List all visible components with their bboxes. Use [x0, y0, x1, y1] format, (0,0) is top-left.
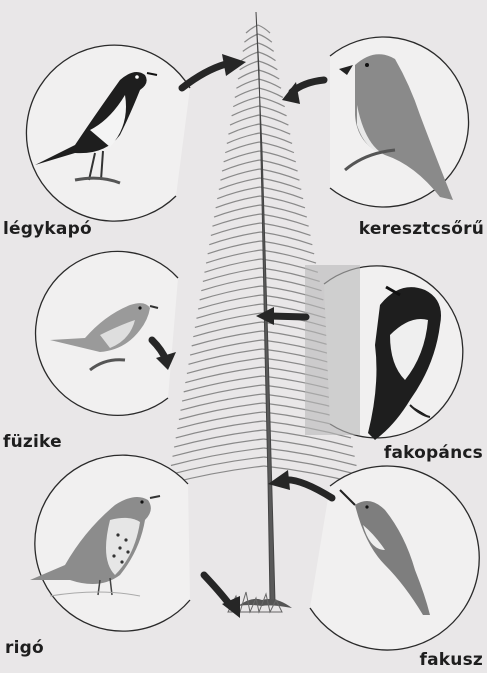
tree-branch	[173, 439, 264, 456]
tree-branch	[182, 385, 263, 401]
arrow-fakusz-to-tree	[284, 480, 332, 498]
tree-branch	[259, 115, 288, 125]
tree-branch	[230, 115, 259, 125]
tree-branch	[260, 142, 294, 153]
arrow-legykapo-to-tree	[182, 64, 226, 88]
tree-branch	[258, 61, 277, 70]
tree-branch	[193, 322, 262, 337]
tree-branch	[184, 376, 263, 392]
tree-branch	[236, 79, 258, 88]
tree-branch	[258, 43, 273, 51]
label-legykapo: légykapó	[3, 219, 92, 239]
tree-branch	[228, 124, 259, 134]
tree-branch	[222, 160, 260, 171]
tree-branch	[179, 403, 263, 419]
tree-branch	[259, 106, 286, 116]
tree-branch	[238, 70, 259, 79]
label-rigo: rigó	[5, 638, 44, 658]
tree-branch	[264, 457, 359, 475]
tree-branch	[174, 430, 263, 447]
tree-branch	[259, 70, 280, 79]
tree-branch	[187, 358, 263, 373]
label-fakusz: fakusz	[420, 650, 484, 670]
tree-branch	[258, 52, 275, 61]
tree-branch	[260, 160, 298, 171]
tree-branch	[176, 421, 264, 438]
tree-roots	[238, 599, 292, 608]
tree-branch	[244, 34, 258, 42]
tree-branch	[232, 106, 259, 116]
tree-branch	[171, 448, 264, 466]
tree-branch	[225, 142, 259, 153]
label-keresztcsoru: keresztcsőrű	[359, 219, 484, 239]
tree-branch	[259, 97, 285, 107]
arrow-rigo-to-tree	[204, 575, 230, 605]
tree-branch	[258, 34, 272, 42]
tree-branch	[258, 25, 270, 33]
tree-branch	[192, 331, 262, 346]
tree-branch	[259, 88, 283, 97]
arrowhead-legykapo	[222, 54, 246, 76]
tree-branch	[177, 412, 263, 429]
tree-branch	[169, 457, 264, 475]
tree-branch	[185, 367, 262, 383]
tree-branch	[259, 79, 281, 88]
tree-branch	[243, 43, 258, 51]
label-fakopancs: fakopáncs	[384, 443, 483, 463]
tree-branch	[224, 151, 260, 162]
arrow-fakopancs-to-tree	[270, 316, 306, 317]
tree-branch	[264, 439, 355, 456]
tree-branch	[227, 133, 260, 143]
label-fuzike: füzike	[3, 432, 62, 452]
tree-branch	[259, 133, 292, 143]
tree-branch	[241, 52, 258, 61]
tree-branch	[235, 88, 259, 97]
tree-branch	[180, 394, 262, 410]
tree-branch	[190, 340, 262, 355]
tree-branch	[260, 151, 296, 162]
tree-branch	[264, 448, 357, 466]
tree-branch	[233, 97, 259, 107]
tree-branch	[188, 349, 262, 364]
tree-branch	[259, 124, 290, 134]
